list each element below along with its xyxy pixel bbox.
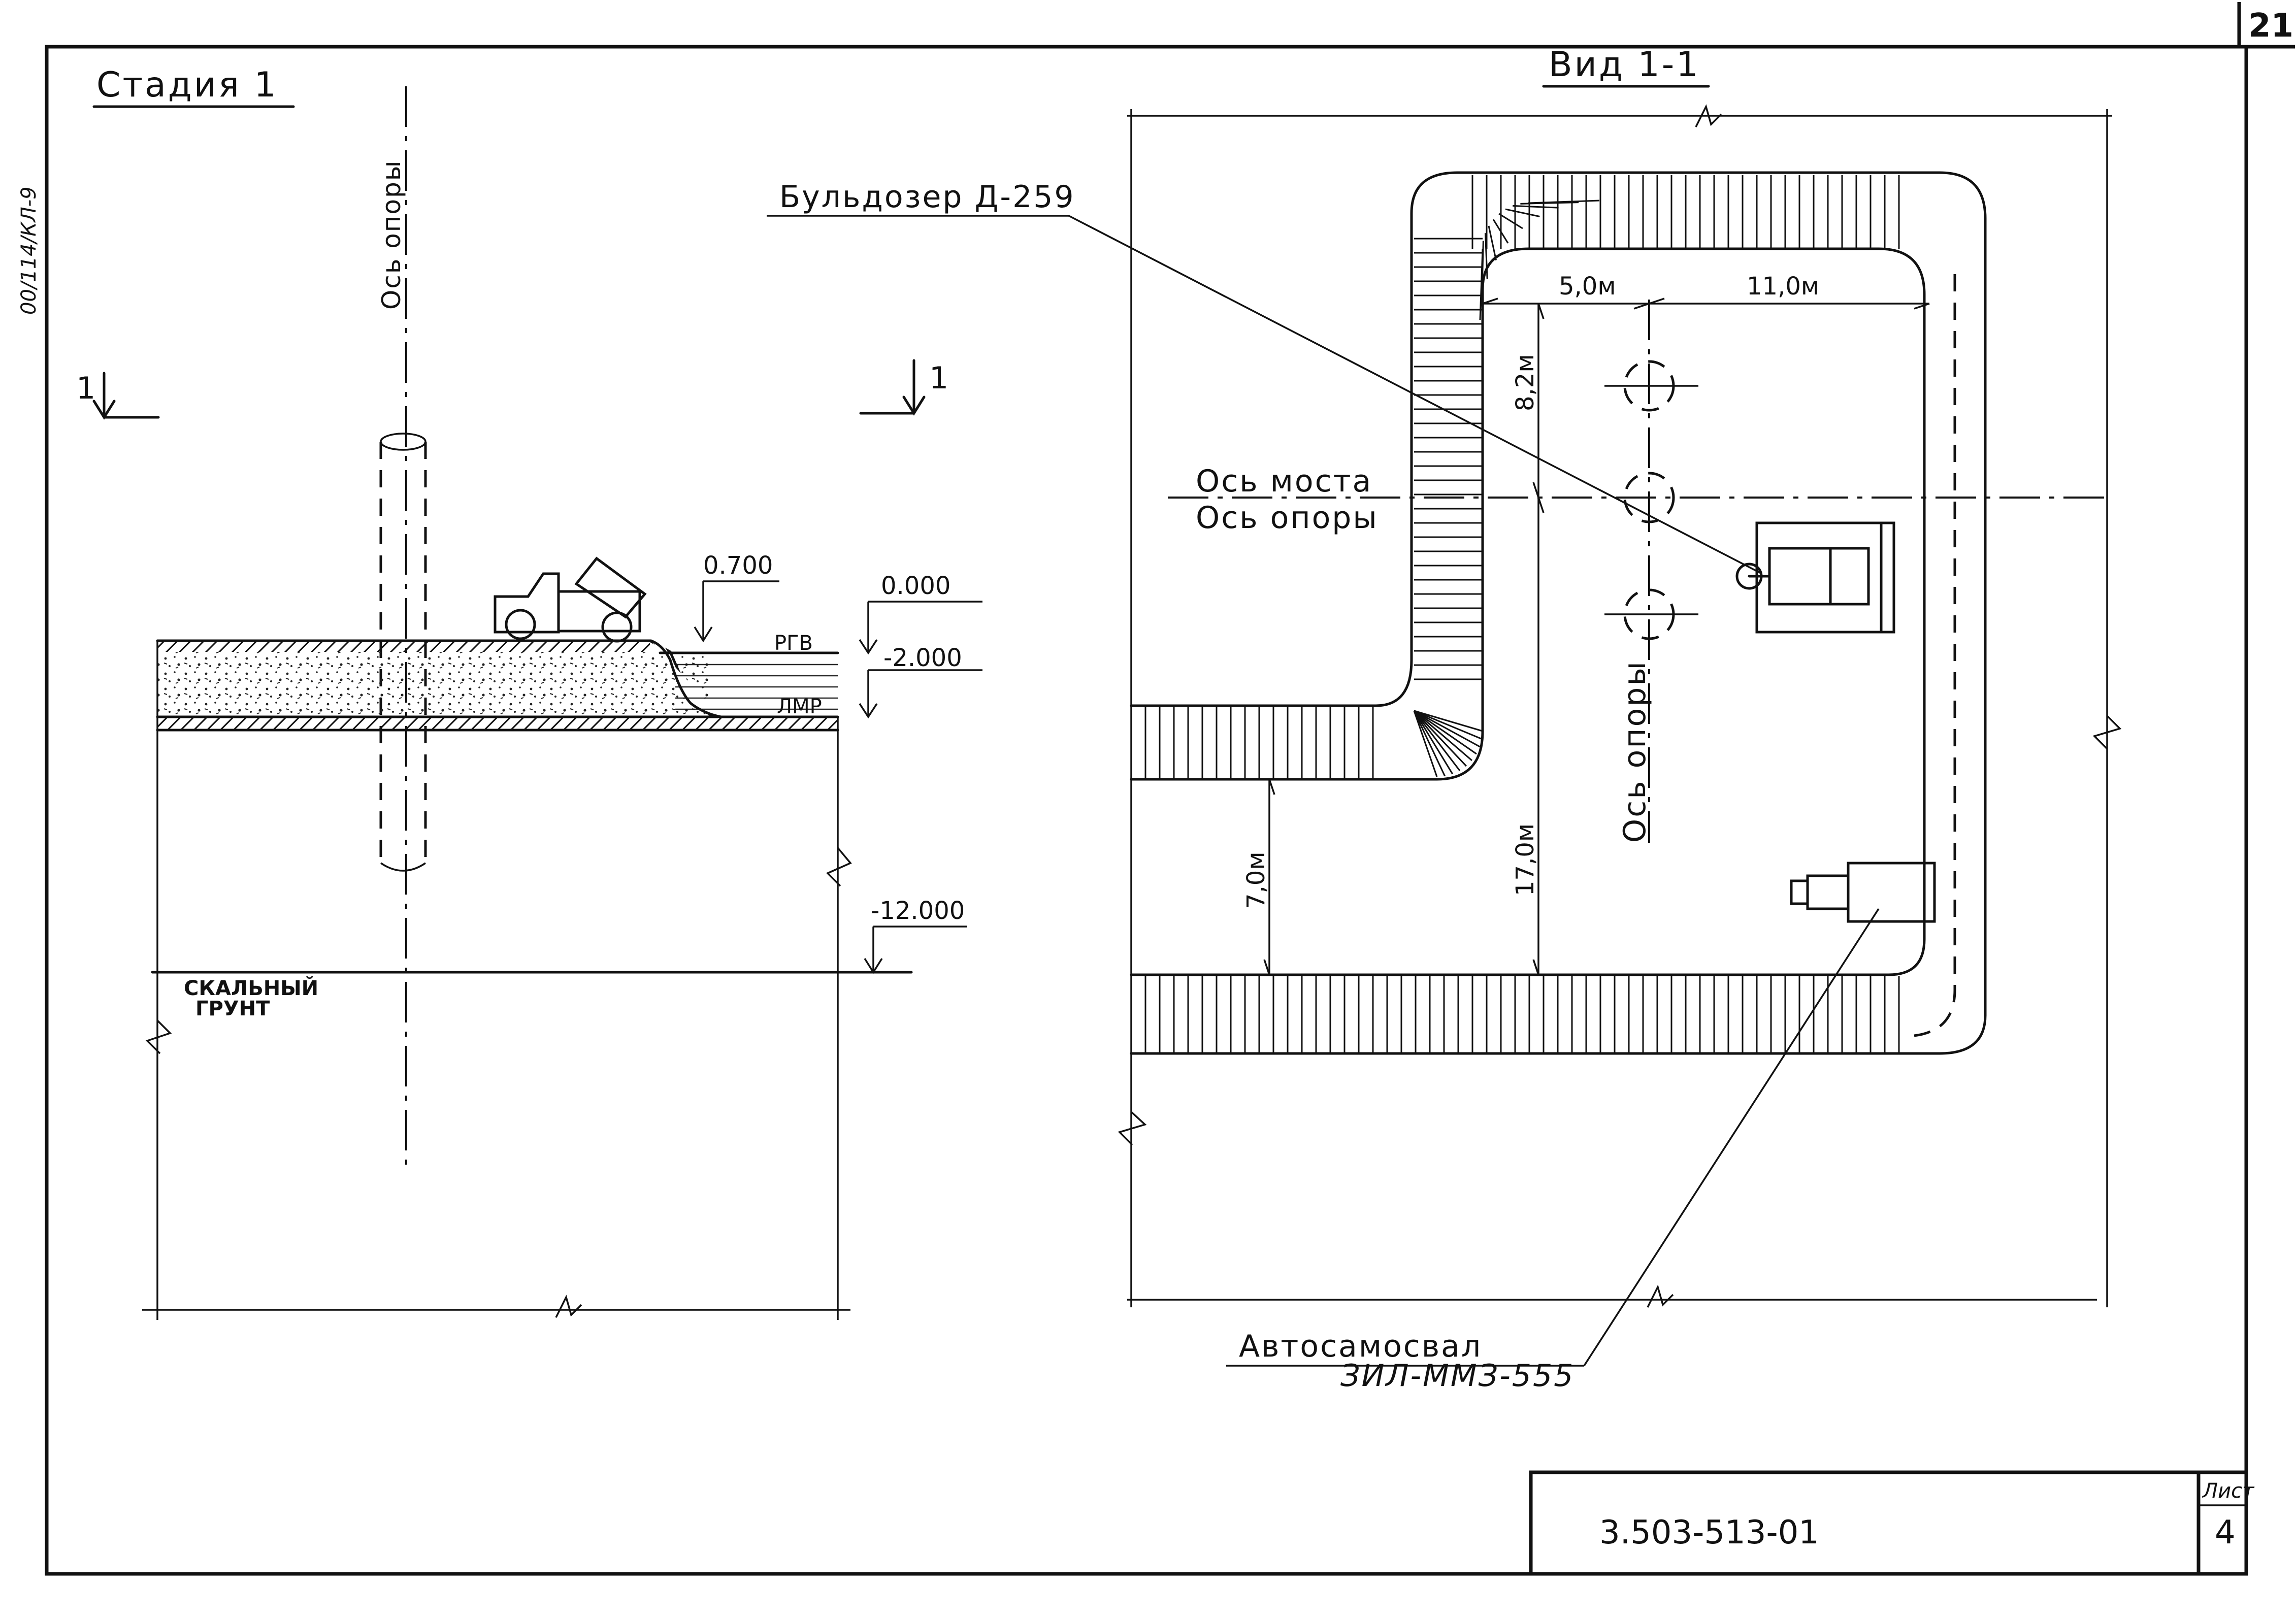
elevation-0700: 0.700 [694, 551, 779, 643]
dimension-5m-text: 5,0м [1559, 272, 1616, 301]
bottom-dimension-break [555, 1295, 582, 1318]
view-left-break [1118, 1111, 1147, 1146]
truck-label-2: ЗИЛ-ММЗ-555 [1340, 1358, 1575, 1394]
truck-leader-line [1583, 908, 1880, 1366]
slope-tick [1484, 233, 1488, 279]
corner-number-box: 21 [2237, 2, 2295, 49]
dimension-8-2m: 8,2м [1511, 303, 1545, 498]
soil-profile [156, 639, 839, 732]
slope-tick [1488, 225, 1497, 260]
dimension-7m-text: 7,0м [1242, 851, 1270, 909]
bulldozer-leader-line [1068, 215, 1762, 575]
elevation-minus12000: -12.000 [864, 897, 967, 974]
pier-axis-label: Ось опоры [377, 160, 406, 310]
dimension-7m: 7,0м [1242, 779, 1275, 975]
pile-plan-3 [1604, 588, 1698, 640]
top-dimension-break [1695, 104, 1722, 127]
view-title: Вид 1-1 [1549, 45, 1700, 85]
sheet-label: Лист [2202, 1479, 2255, 1503]
truck-label-1: Автосамосвал [1239, 1329, 1482, 1364]
section-mark-right: 1 [859, 359, 950, 416]
bulldozer-label: Бульдозер Д-259 [779, 179, 1075, 215]
slope-tick [1498, 213, 1523, 229]
slope-ticks [1130, 175, 1900, 1052]
bulldozer-icon [1735, 521, 1895, 634]
corner-number: 21 [2248, 7, 2293, 45]
slope-tick [1413, 710, 1454, 775]
dimension-17m-text: 17,0м [1511, 823, 1539, 896]
dump-truck-plan-icon [1790, 862, 1936, 923]
slope-tick [1492, 219, 1509, 244]
rock-label-2: ГРУНТ [195, 997, 270, 1020]
rgv-label: РГВ [774, 632, 813, 655]
stage-title: Стадия 1 [96, 65, 278, 105]
dimension-5m: 5,0м 11,0м [1482, 272, 1930, 310]
slope-tick [1513, 205, 1559, 209]
slope-tick [1505, 208, 1540, 217]
dimension-11m-text: 11,0м [1747, 272, 1819, 301]
lmr-label: ЛМР [777, 695, 822, 718]
slope-tick [1414, 710, 1481, 748]
slope-tick [1481, 241, 1484, 300]
bridge-axis-label: Ось моста [1196, 464, 1372, 499]
slope-tick [1413, 710, 1467, 767]
elevation-minus2000-text: -2.000 [883, 644, 962, 672]
slope-tick [1413, 710, 1461, 771]
excavation-outer-contour [1130, 171, 1987, 1055]
pile-plan-1 [1604, 360, 1698, 412]
elevation-minus2000: -2.000 [859, 644, 982, 719]
elevation-0700-text: 0.700 [703, 551, 773, 580]
slope-tick [1413, 710, 1438, 777]
pier-axis-label-vertical: Ось опоры [1617, 660, 1653, 843]
elevation-minus12000-text: -12.000 [871, 897, 965, 925]
slope-tick [1414, 710, 1472, 761]
bottom-view-dimension-break [1647, 1284, 1674, 1308]
title-block: 3.503-513-01 Лист 4 [1529, 1470, 2255, 1576]
section-mark-left-num: 1 [76, 371, 97, 406]
break-mark-right [826, 847, 852, 887]
stage-1-section: Стадия 1 1 1 Ось опоры [76, 65, 982, 1320]
inner-dashed-boundary [1914, 274, 1956, 1037]
drawing-code: 3.503-513-01 [1599, 1514, 1819, 1552]
excavation-inner-contour [1130, 247, 1926, 976]
view-right-break [2092, 715, 2122, 750]
elevation-0000: 0.000 [859, 572, 982, 655]
slope-tick [1414, 710, 1483, 732]
section-mark-right-num: 1 [929, 360, 950, 396]
sheet-frame [45, 45, 2248, 1576]
elevation-0000-text: 0.000 [881, 572, 950, 600]
view-1-1-plan: Вид 1-1 Ось моста Ось опоры Ось опоры [767, 45, 2122, 1394]
dimension-8-2m-text: 8,2м [1511, 354, 1539, 411]
pier-axis-label-horizontal: Ось опоры [1196, 500, 1379, 536]
sheet-number: 4 [2215, 1514, 2236, 1552]
break-mark-left [145, 1019, 172, 1054]
rock-label-1: СКАЛЬНЫЙ [184, 976, 318, 1000]
section-mark-left: 1 [76, 371, 160, 420]
dump-truck-icon [494, 556, 647, 643]
slope-tick [1414, 710, 1483, 740]
slope-tick [1414, 710, 1477, 755]
pile-plan-2 [1623, 472, 1675, 523]
dimension-17m: 17,0м [1511, 497, 1545, 975]
slope-tick [1413, 710, 1446, 777]
side-note: 00/114/КЛ-9 [17, 186, 41, 315]
slope-tick [1528, 200, 1600, 204]
